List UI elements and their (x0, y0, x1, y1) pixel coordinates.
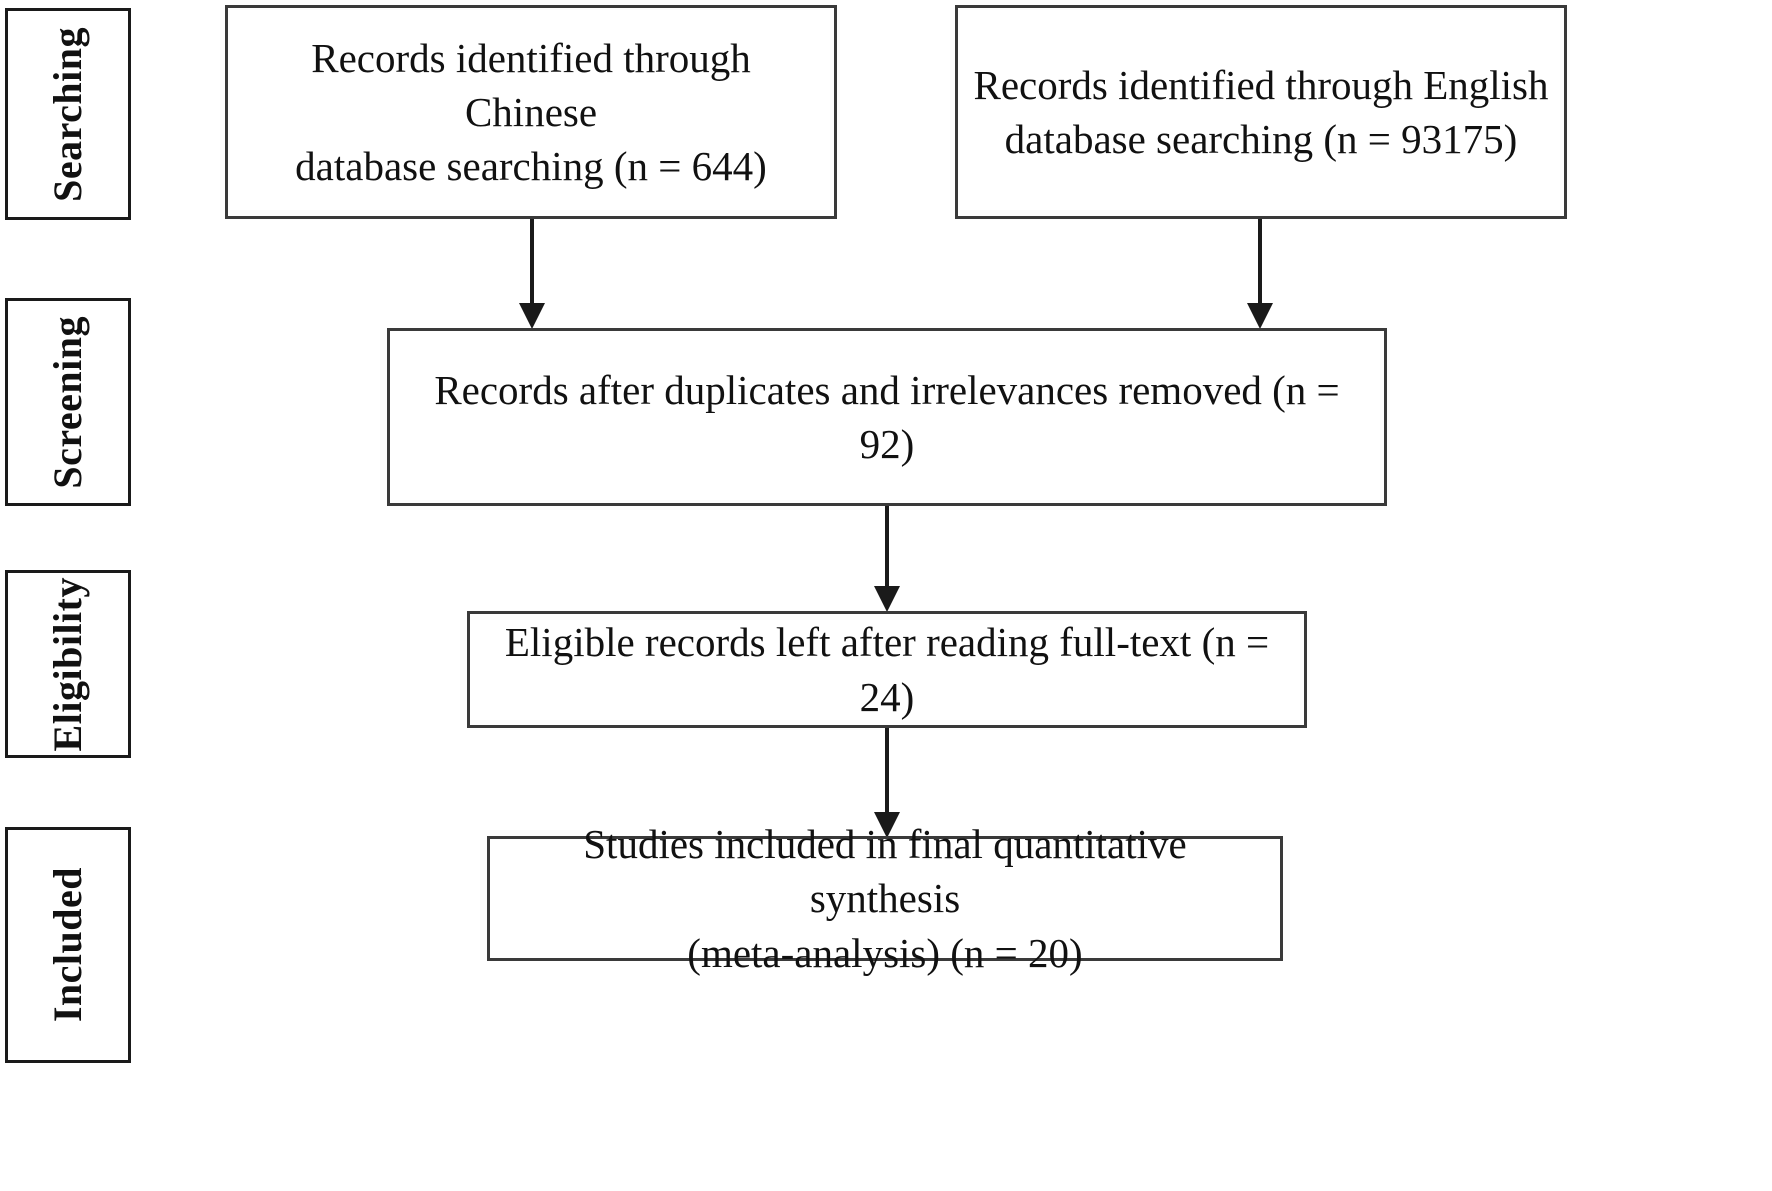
stage-label-searching: Searching (45, 26, 90, 202)
box-included-studies-text: Studies included in final quantitative s… (583, 821, 1187, 976)
arrow-shaft (1258, 219, 1262, 305)
arrow-chinese-to-screening (517, 219, 547, 329)
arrow-head (519, 303, 545, 329)
box-after-duplicates-text: Records after duplicates and irrelevance… (434, 366, 1340, 467)
arrow-eligibility-to-included (872, 728, 902, 838)
box-english-records: Records identified through English datab… (955, 5, 1567, 219)
arrow-head (874, 812, 900, 838)
stage-box-eligibility: Eligibility (5, 570, 131, 758)
stage-label-screening: Screening (45, 315, 90, 489)
arrow-head (1247, 303, 1273, 329)
arrow-screening-to-eligibility (872, 506, 902, 612)
arrow-english-to-screening (1245, 219, 1275, 329)
stage-label-eligibility: Eligibility (45, 576, 90, 752)
stage-label-included: Included (45, 867, 90, 1023)
box-chinese-records: Records identified through Chinese datab… (225, 5, 837, 219)
box-eligible-records: Eligible records left after reading full… (467, 611, 1307, 728)
box-included-studies: Studies included in final quantitative s… (487, 821, 1283, 976)
box-chinese-records-text: Records identified through Chinese datab… (295, 34, 767, 190)
stage-box-included: Included (5, 827, 131, 1063)
box-after-duplicates: Records after duplicates and irrelevance… (387, 328, 1387, 506)
stage-box-searching: Searching (5, 8, 131, 220)
arrow-shaft (530, 219, 534, 305)
box-eligible-records-text: Eligible records left after reading full… (504, 619, 1270, 720)
arrow-shaft (885, 728, 889, 814)
stage-box-screening: Screening (5, 298, 131, 506)
arrow-head (874, 586, 900, 612)
arrow-shaft (885, 506, 889, 588)
box-english-records-text: Records identified through English datab… (973, 61, 1549, 162)
